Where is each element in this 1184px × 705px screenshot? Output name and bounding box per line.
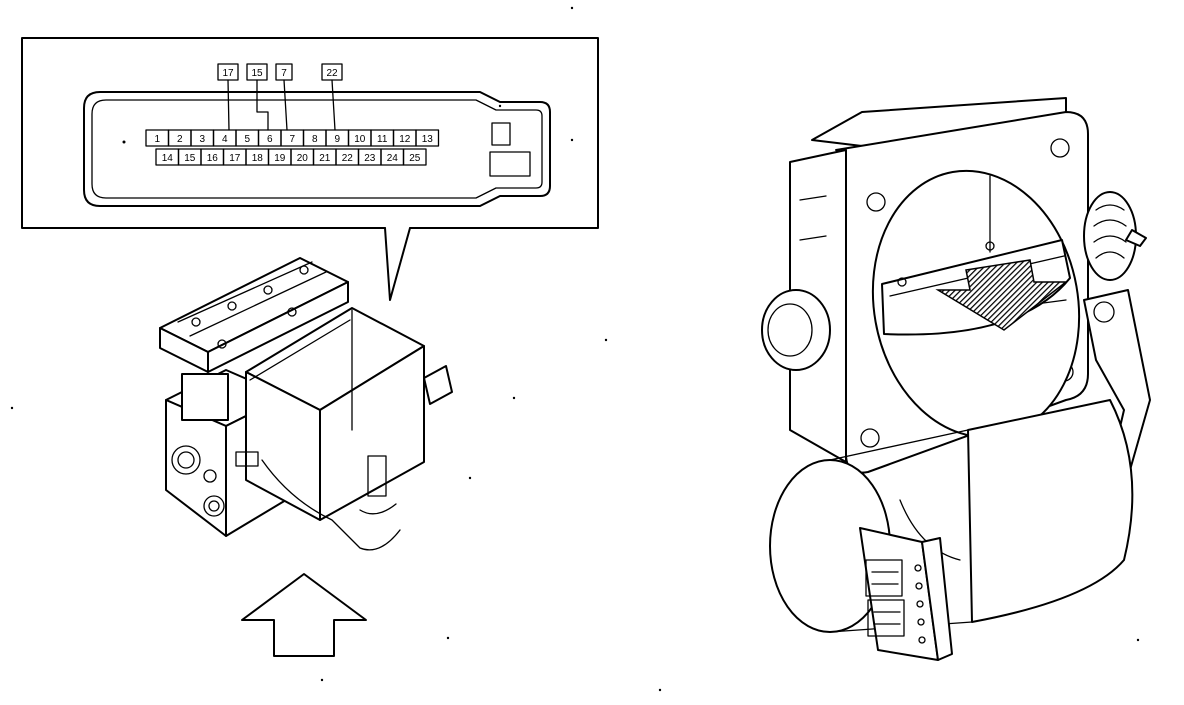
throttle-body-drawing	[761, 97, 1151, 661]
ecu-module-drawing	[159, 257, 453, 551]
pin-number: 2	[177, 134, 183, 145]
callout-leader	[283, 79, 288, 131]
pin-number: 6	[267, 134, 273, 145]
pin-number: 12	[399, 134, 411, 145]
callout-label: 17	[222, 68, 234, 79]
callout-label: 22	[326, 68, 338, 79]
direction-arrow-up	[241, 573, 367, 657]
pin-cell	[402, 148, 427, 166]
callout-leader	[256, 79, 269, 131]
pin-callouts: 17 15 7 22	[217, 63, 343, 131]
connector-outline	[83, 91, 551, 207]
pin-number: 8	[312, 134, 318, 145]
pin-number: 18	[252, 153, 264, 164]
pin-number: 10	[354, 134, 366, 145]
connector-callout-panel	[21, 37, 599, 301]
pin-number: 1	[154, 134, 160, 145]
pin-number: 22	[342, 153, 354, 164]
pin-number: 7	[289, 134, 295, 145]
pin-number: 21	[319, 153, 331, 164]
pin-number: 4	[222, 134, 228, 145]
pin-number: 3	[199, 134, 205, 145]
pin-number: 24	[387, 153, 399, 164]
pin-number: 20	[297, 153, 309, 164]
pin-number: 11	[377, 134, 388, 145]
pin-number: 5	[244, 134, 250, 145]
scan-specks	[10, 6, 1140, 692]
pin-cell	[415, 129, 440, 147]
pin-number: 9	[334, 134, 340, 145]
pin-number: 17	[229, 153, 241, 164]
pin-number: 13	[422, 134, 434, 145]
pin-number: 14	[162, 153, 174, 164]
pin-number: 15	[184, 153, 196, 164]
callout-leader	[227, 79, 230, 131]
pin-number: 25	[409, 153, 421, 164]
callout-label: 7	[281, 68, 287, 79]
connector-pin-row-bottom: 14 15 16 17 18 19 20 21 22 23 24 25	[155, 148, 427, 166]
pin-number: 23	[364, 153, 376, 164]
pin-number: 19	[274, 153, 286, 164]
airflow-arrow-down	[935, 259, 1069, 331]
pin-number: 16	[207, 153, 219, 164]
callout-label: 15	[251, 68, 263, 79]
callout-leader	[331, 79, 336, 131]
